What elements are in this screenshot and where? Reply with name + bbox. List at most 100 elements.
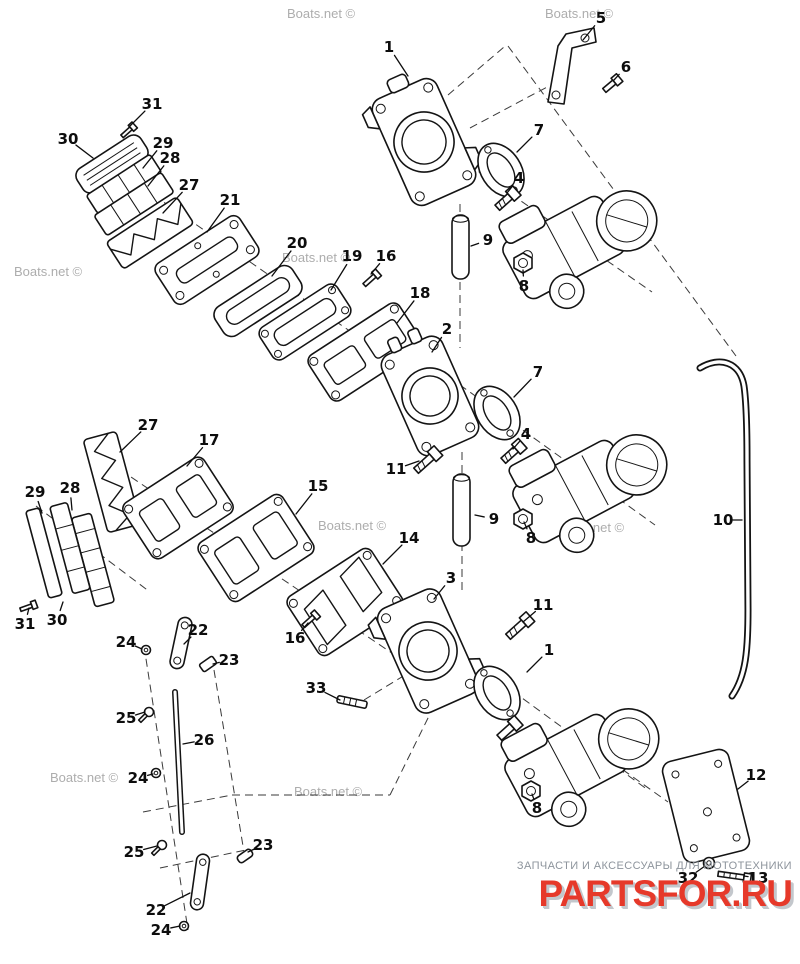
part-callout-31: 31 (142, 95, 163, 113)
part-plate-15 (197, 493, 315, 603)
part-callout-5: 5 (596, 9, 606, 27)
callout-leader-12 (737, 780, 749, 790)
callout-leader-16 (300, 622, 309, 632)
part-callout-12: 12 (746, 766, 767, 784)
callout-leader-4 (512, 440, 521, 450)
part-callout-29: 29 (153, 134, 174, 152)
part-manifold-3 (367, 588, 487, 714)
part-callout-20: 20 (287, 234, 308, 252)
callout-leader-22 (164, 892, 191, 907)
part-callout-14: 14 (399, 529, 420, 547)
watermark: Boats.net © (294, 784, 363, 799)
part-plate-21 (154, 214, 260, 306)
watermark: Boats.net © (545, 6, 614, 21)
part-callout-30: 30 (47, 611, 68, 629)
part-callout-25: 25 (116, 709, 137, 727)
part-bracket-5 (547, 27, 597, 105)
callout-leader-22 (183, 636, 192, 645)
part-manifold-1 (361, 73, 483, 207)
part-lever-22-bottom (189, 853, 211, 911)
callout-leader-19 (330, 263, 348, 291)
part-screw-6 (601, 72, 624, 94)
part-clip-23-bottom (236, 848, 254, 864)
part-callout-8: 8 (526, 529, 536, 547)
part-reed-cover-30 (75, 134, 149, 194)
part-plate-12 (661, 748, 751, 864)
part-screw-25-a (137, 706, 155, 724)
part-washer-24-c (178, 920, 190, 932)
callout-leader-18 (396, 300, 415, 324)
callout-leader-8 (523, 521, 528, 530)
partsfor-logo: PARTSFOR.RU (538, 873, 793, 914)
callout-leader-24 (170, 925, 181, 929)
part-gasket-20 (213, 264, 303, 338)
part-bolt-4-bottom (496, 714, 524, 742)
part-callout-8: 8 (519, 277, 529, 295)
part-plate-17 (122, 456, 234, 560)
callout-leader-9 (474, 514, 485, 518)
part-callout-32: 32 (678, 869, 699, 887)
part-callout-28: 28 (60, 479, 81, 497)
callout-leader-25 (143, 845, 158, 851)
callout-leader-33 (324, 691, 341, 701)
part-callout-27: 27 (138, 416, 159, 434)
part-carburetor-mid (508, 434, 668, 554)
part-callout-16: 16 (285, 629, 306, 647)
part-callout-18: 18 (410, 284, 431, 302)
callout-leader-7 (516, 136, 533, 153)
watermark: Boats.net © (287, 6, 356, 21)
part-callout-25: 25 (124, 843, 145, 861)
part-screw-31-mid (19, 599, 39, 613)
part-callout-16: 16 (376, 247, 397, 265)
callout-leader-29 (142, 150, 158, 169)
callout-leader-11 (522, 610, 537, 623)
part-nut-8-bottom (521, 780, 541, 802)
part-washer-32 (702, 856, 716, 870)
part-clip-23-top (198, 655, 218, 673)
part-gasket-7-mid (473, 385, 521, 441)
callout-leader-24 (134, 645, 143, 650)
callout-leader-21 (206, 207, 225, 233)
part-tube-9-mid (452, 473, 471, 547)
part-washer-24-a (140, 644, 152, 656)
footer-tagline: ЗАПЧАСТИ И АКСЕССУАРЫ ДЛЯ МОТОТЕХНИКИ (516, 860, 792, 872)
part-callout-7: 7 (534, 121, 544, 139)
part-callout-24: 24 (116, 633, 137, 651)
callout-leader-25 (134, 711, 146, 716)
callout-leader-4 (506, 185, 514, 194)
part-callout-33: 33 (306, 679, 327, 697)
callout-leader-7 (513, 378, 532, 398)
part-stud-33 (336, 695, 368, 709)
part-callout-1: 1 (384, 38, 394, 56)
part-callout-19: 19 (342, 247, 363, 265)
part-callout-7: 7 (533, 363, 543, 381)
part-reed-plate-28-top (94, 172, 174, 236)
callout-leader-14 (382, 544, 403, 565)
part-callout-22: 22 (188, 621, 209, 639)
part-callout-1: 1 (544, 641, 554, 659)
part-nut-8-mid (513, 508, 533, 530)
callout-leader-29 (37, 500, 43, 514)
part-callout-22: 22 (146, 901, 167, 919)
watermark: Boats.net © (282, 250, 351, 265)
watermark: Boats.net © (50, 770, 119, 785)
callout-leader-31 (128, 110, 146, 128)
callout-leader-15 (295, 493, 313, 515)
part-bolt-11-bottom (504, 611, 536, 641)
part-callout-4: 4 (521, 425, 531, 443)
part-callout-24: 24 (151, 921, 172, 939)
part-callout-3: 3 (446, 569, 456, 587)
callout-leader-23 (247, 848, 255, 853)
part-reed-plate-28-mid (49, 502, 91, 594)
callout-leader-5 (582, 25, 596, 41)
part-callout-21: 21 (220, 191, 241, 209)
part-tube-9-top (451, 214, 470, 280)
callout-leader-24 (147, 773, 154, 777)
footer: ЗАПЧАСТИ И АКСЕССУАРЫ ДЛЯ МОТОТЕХНИКИ PA… (516, 860, 793, 914)
part-callout-27: 27 (179, 176, 200, 194)
callout-leader-1 (393, 54, 409, 77)
part-screw-16-top (362, 268, 383, 288)
